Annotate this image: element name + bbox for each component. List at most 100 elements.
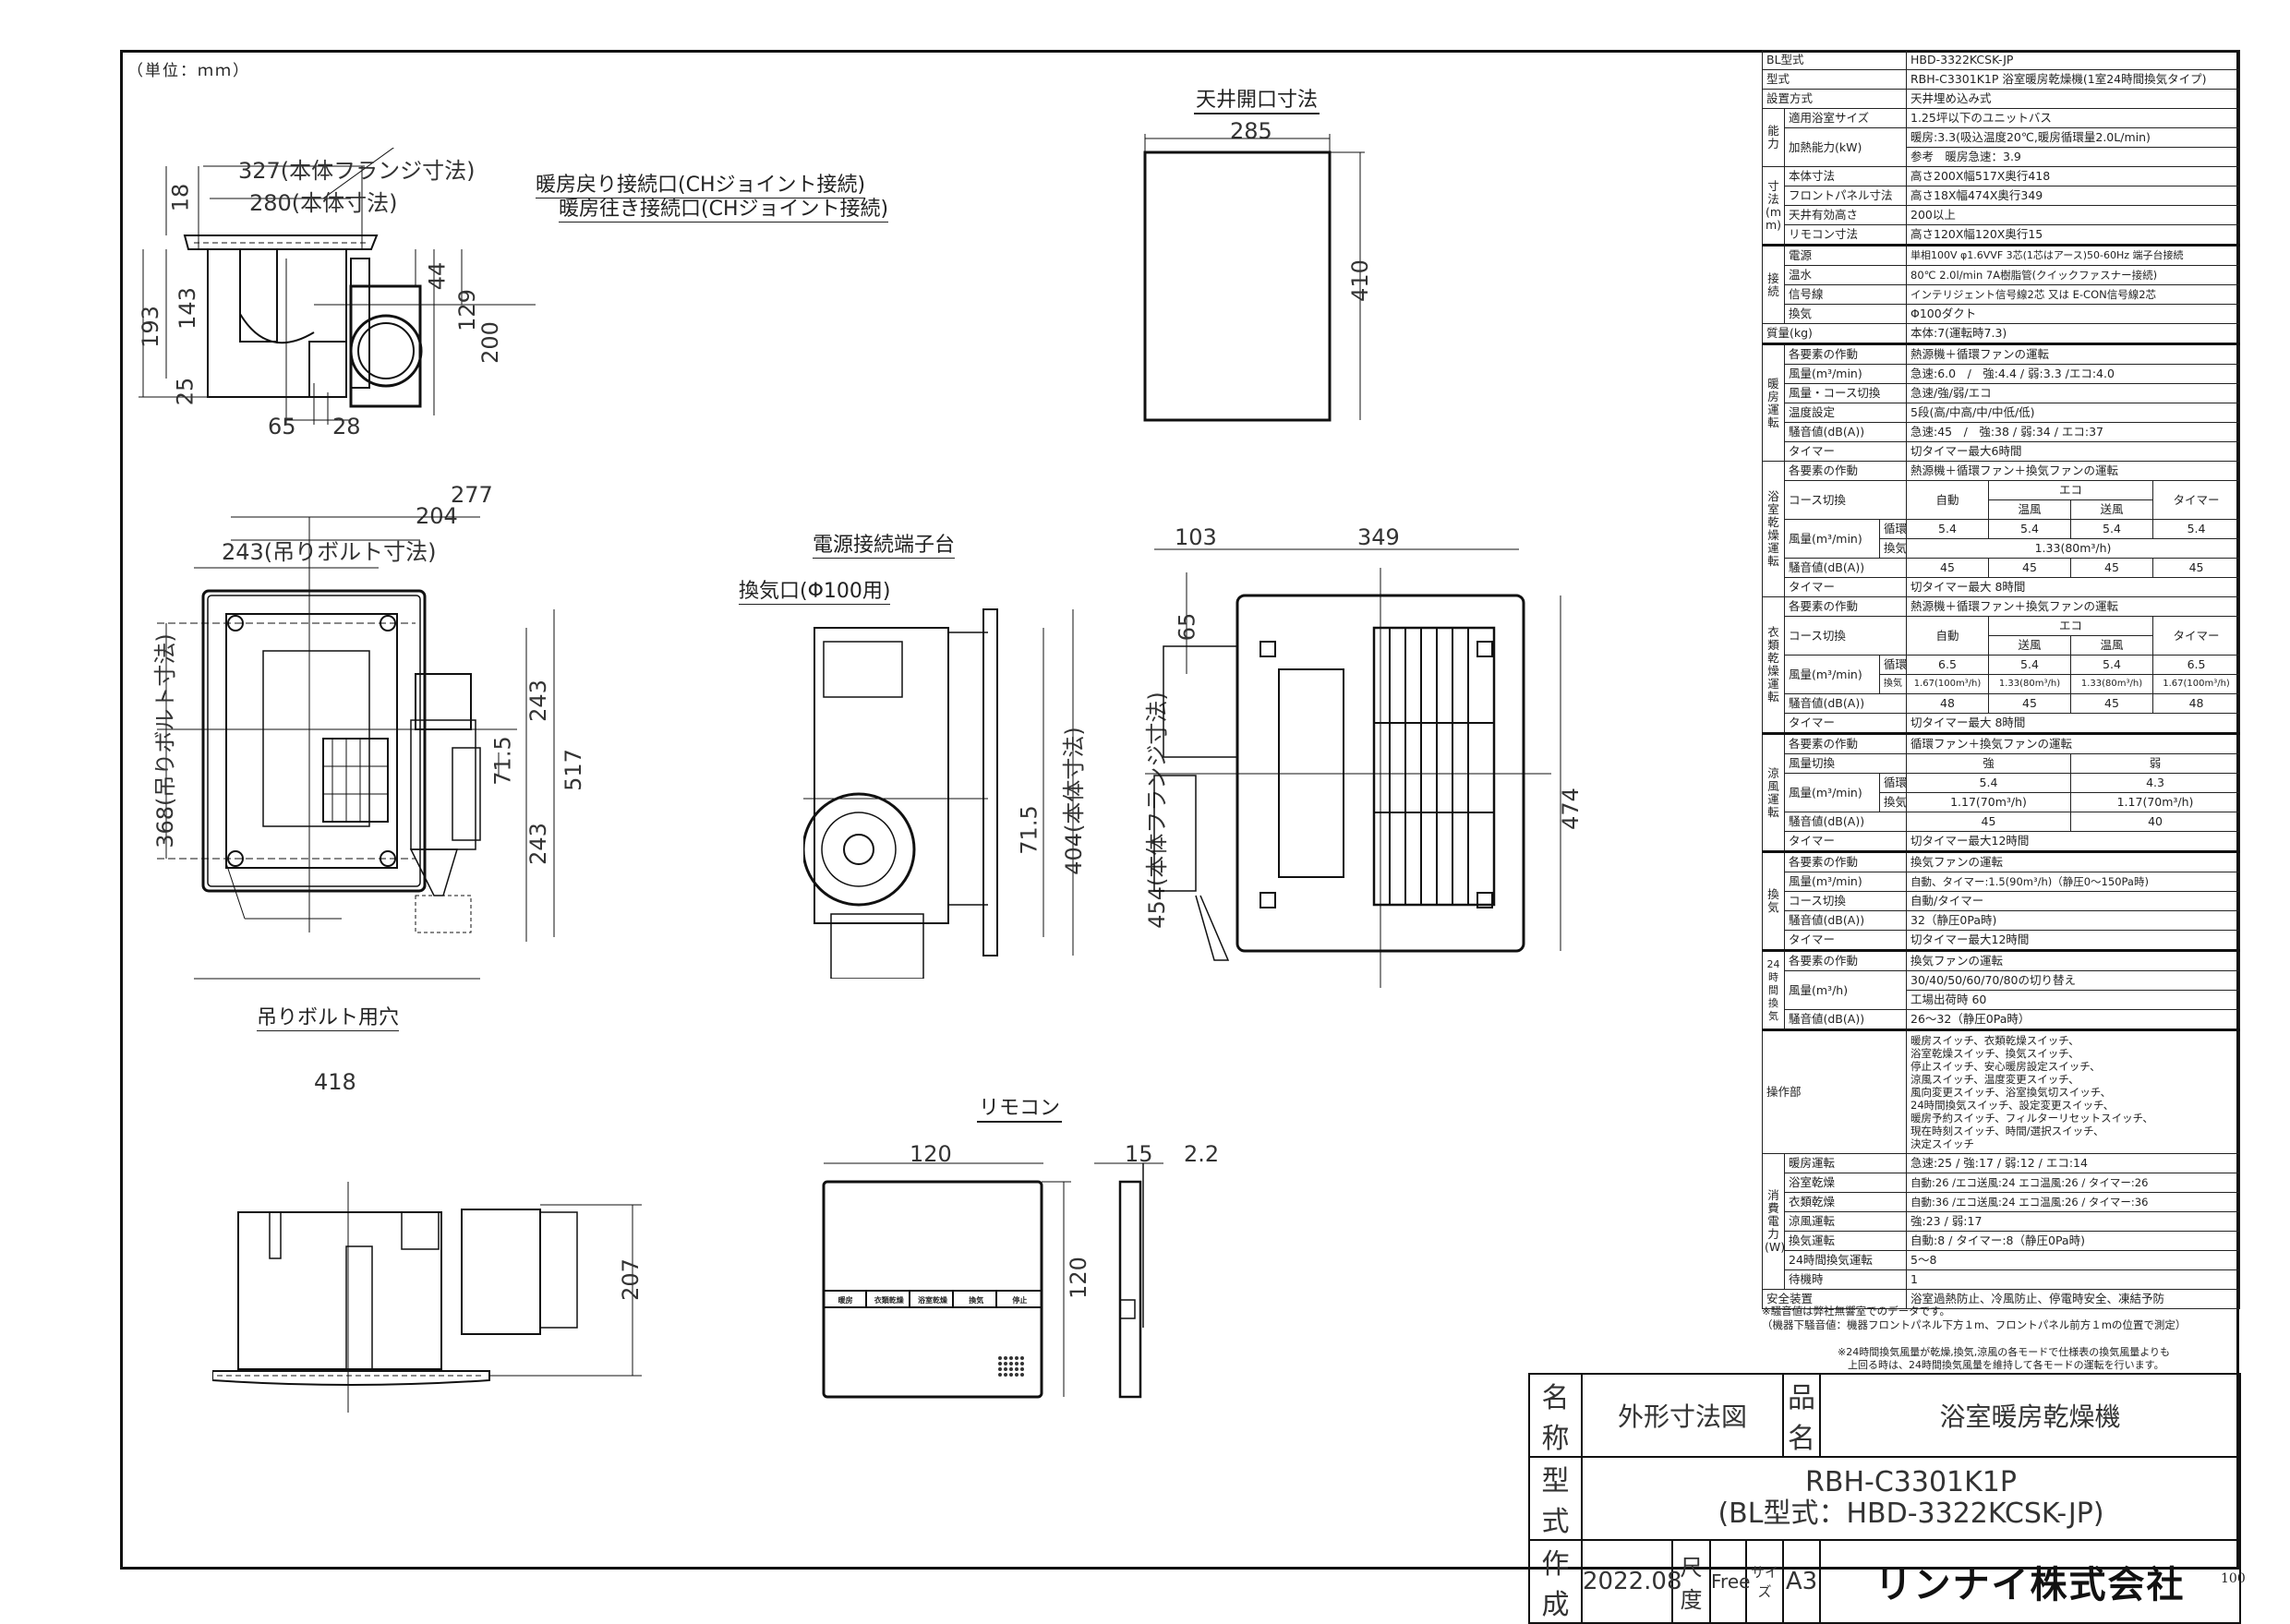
spec-cell: 送風 [2070,499,2153,520]
spec-row: 型式 RBH-C3301K1P (BL型式：HBD-3322KCSK-JP) [1528,1456,2242,1541]
spec-cell: 45 [2070,558,2153,578]
dim-body-width: 280(本体寸法) [249,190,398,216]
spec-cell: 温度設定 [1784,403,1907,423]
spec-cell: フロントパネル寸法 [1784,186,1907,206]
spec-cell: 消費電力(W) [1762,1153,1785,1290]
dim-418: 418 [314,1069,356,1095]
spec-cell: 急速:25 / 強:17 / 弱:12 / エコ:14 [1905,1153,2241,1173]
spec-cell: 切タイマー最大 8時間 [1905,577,2241,597]
spec-cell: 設置方式 [1762,89,1907,109]
remote-d2-2: 2.2 [1184,1141,1220,1167]
dim-129: 129 [453,289,480,331]
spec-cell: 風量(m³/min) [1784,364,1907,384]
dim-474: 474 [1557,788,1584,830]
plan-view [139,499,619,1108]
spec-cell: 型式 [1762,69,1907,90]
spec-cell: 切タイマー最大12時間 [1905,831,2241,852]
spec-cell: 高さ200X幅517X奥行418 [1905,166,2241,186]
spec-row: 温風送風 [1763,499,2240,520]
size-value: A3 [1782,1539,1822,1624]
spec-row: 衣類乾燥自動:36 /エコ送風:24 エコ温風:26 / タイマー:36 [1763,1192,2241,1212]
spec-cell: 強 [1906,753,2071,774]
spec-cell: 自動 [1906,616,1989,656]
spec-cell: 風量(m³/h) [1784,970,1907,1010]
spec-row: タイマー切タイマー最大 8時間 [1763,713,2241,734]
dim-71-5: 71.5 [489,736,516,786]
spec-row: 騒音値(dB(A))32（静圧0Pa時) [1763,910,2241,931]
spec-cell: 循環 [1879,519,1907,539]
spec-cell: 急速/強/弱/エコ [1905,383,2241,403]
spec-cell: 1.33(80m³/h) [1905,538,2241,559]
spec-cell: 参考 暖房急速：3.9 [1905,147,2241,167]
spec-cell: 1.33(80m³/h) [1988,674,2071,694]
spec-cell: 換気 [1762,850,1785,951]
remote-buttons: 暖房 衣類乾燥 浴室乾燥 換気 停止 [824,1293,1042,1309]
dim-349: 349 [1357,524,1400,550]
spec-cell: 6.5 [2151,655,2241,675]
remote-button-stop: 停止 [1012,1296,1028,1305]
spec-cell: 騒音値(dB(A)) [1784,910,1907,931]
dim-243-lower: 243 [524,823,551,865]
spec-cell: 各要素の作動 [1784,732,1907,754]
dim-517: 517 [560,749,586,791]
dim-71-5-end: 71.5 [1016,805,1043,855]
spec-cell: 接続 [1762,244,1785,324]
remote-button-vent: 換気 [969,1296,984,1305]
spec-cell: 加熱能力(kW) [1784,127,1907,167]
spec-cell: 各要素の作動 [1784,461,1907,481]
dim-103: 103 [1175,524,1217,550]
created-value: 2022.08 [1581,1539,1682,1624]
remote-button-bath-dry: 浴室乾燥 [918,1296,947,1305]
spec-row: 安全装置浴室過熱防止、冷風防止、停電時安全、凍結予防 [1762,1289,2241,1309]
dim-204: 204 [416,503,458,529]
ceiling-opening-rect [1143,134,1383,429]
remote-width: 120 [910,1141,952,1167]
dim-body-404: 404(本体寸法) [1060,727,1087,875]
spec-cell: 切タイマー最大6時間 [1905,441,2241,462]
end-view [803,591,1099,979]
spec-cell: インテリジェント信号線2芯 又は E-CON信号線2芯 [1905,284,2241,305]
spec-cell: 45 [2070,693,2153,714]
callout-heating-supply: 暖房往き接続口(CHジョイント接続) [559,192,889,223]
spec-cell: BL型式 [1762,50,1907,70]
spec-cell: 工場出荷時 60 [1905,990,2241,1010]
model-value: RBH-C3301K1P (BL型式：HBD-3322KCSK-JP) [1580,1456,2242,1541]
spec-cell: 涼風運転 [1784,1211,1907,1232]
ceiling-opening-height: 410 [1346,259,1373,302]
spec-cell: 本体寸法 [1784,166,1907,186]
spec-cell: 寸法(mm) [1762,166,1785,246]
spec-cell: 風量(m³/min) [1784,519,1880,559]
spec-cell: 32（静圧0Pa時) [1905,910,2241,931]
size-label: サイズ [1744,1539,1785,1624]
name-value: 外形寸法図 [1580,1373,1785,1458]
spec-cell: RBH-C3301K1P 浴室暖房乾燥機(1室24時間換気タイプ) [1905,69,2241,90]
spec-row: コース切換自動エコタイマー [1763,480,2241,520]
name-label: 名称 [1528,1373,1583,1458]
dim-200: 200 [476,321,503,364]
spec-cell: 5.4 [2151,519,2241,539]
spec-cell: 30/40/50/60/70/80の切り替え [1905,970,2241,991]
spec-cell: 浴室乾燥 [1784,1173,1907,1193]
callout-bolt-hole: 吊りボルト用穴 [257,1001,400,1031]
remote-height: 120 [1065,1257,1091,1299]
spec-cell: 衣類乾燥運転 [1762,596,1785,734]
product-value: 浴室暖房乾燥機 [1819,1373,2242,1458]
spec-cell: 各要素の作動 [1784,596,1907,617]
ceiling-opening-title: 天井開口寸法 [1194,83,1320,114]
dim-243-upper: 243 [524,680,551,722]
spec-cell: 45 [1988,558,2071,578]
spec-cell: 自動:8 / タイマー:8（静圧0Pa時) [1905,1231,2241,1251]
dim-18: 18 [167,183,194,212]
spec-cell: 4.3 [2069,773,2241,793]
spec-row: 質量(kg)本体:7(運転時7.3) [1762,323,2241,344]
spec-row: 24時間換気各要素の作動換気ファンの運転 [1762,949,2241,1030]
spec-row: 消費電力(W)暖房運転急速:25 / 強:17 / 弱:12 / エコ:14 [1762,1153,2241,1290]
spec-cell: 1 [1905,1269,2241,1290]
